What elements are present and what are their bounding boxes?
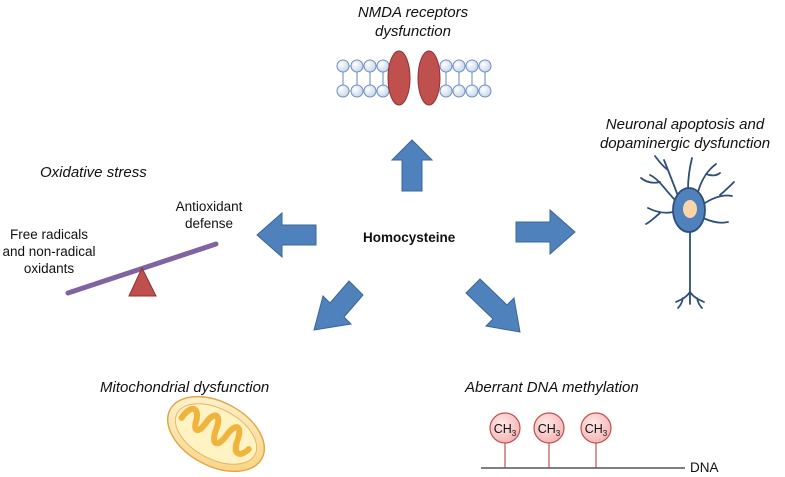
antioxidant-label: Antioxidant defense	[166, 198, 252, 232]
lipid-head	[350, 84, 364, 98]
antioxidant-line1: Antioxidant	[175, 199, 243, 214]
methyl-label-3: CH3	[585, 422, 608, 438]
lipid-head	[452, 84, 466, 98]
lipid-head	[478, 84, 492, 98]
methyl-label-1: CH3	[494, 422, 517, 438]
dna-label: DNA	[690, 460, 719, 475]
nmda-title: NMDA receptors dysfunction	[318, 3, 508, 41]
radicals-line2: and non-radical	[2, 244, 96, 259]
methyl-label-2: CH3	[538, 422, 561, 438]
arrow-down-right	[465, 278, 521, 333]
lipid-head	[439, 59, 453, 73]
arrow-up	[390, 139, 434, 192]
fulcrum	[128, 266, 157, 297]
lipid-head	[350, 59, 364, 73]
lipid-head	[452, 59, 466, 73]
neuronal-title-line1: Neuronal apoptosis and	[605, 116, 765, 133]
balance-scale	[65, 241, 219, 297]
arrow-left	[256, 211, 317, 259]
mitochondrial-title: Mitochondrial dysfunction	[100, 379, 270, 396]
lipid-bilayer	[336, 59, 492, 98]
arrow-down-left	[313, 280, 364, 331]
methyl-group-3	[580, 412, 612, 468]
radicals-line3: oxidants	[23, 261, 75, 276]
radicals-line1: Free radicals	[9, 227, 89, 242]
lipid-head	[363, 59, 377, 73]
dna-methylation-title: Aberrant DNA methylation	[465, 379, 639, 396]
lipid-head	[376, 59, 390, 73]
neuron-icon	[640, 155, 735, 309]
methyl-group-1	[489, 412, 521, 468]
antioxidant-line2: defense	[184, 216, 234, 231]
lipid-head	[465, 59, 479, 73]
radicals-label: Free radicals and non-radical oxidants	[0, 226, 98, 277]
nmda-title-line1: NMDA receptors	[357, 4, 469, 21]
lipid-head	[336, 59, 350, 73]
lipid-head	[363, 84, 377, 98]
lipid-head	[376, 84, 390, 98]
methyl-group-2	[533, 412, 565, 468]
neuronal-title: Neuronal apoptosis and dopaminergic dysf…	[585, 115, 785, 153]
nmda-receptor-left	[387, 50, 411, 106]
nmda-title-line2: dysfunction	[375, 23, 451, 40]
oxidative-title: Oxidative stress	[40, 164, 147, 181]
lipid-head	[336, 84, 350, 98]
nmda-receptor-right	[417, 50, 441, 106]
center-label-homocysteine: Homocysteine	[363, 230, 456, 245]
lipid-head	[478, 59, 492, 73]
arrow-right	[515, 208, 576, 256]
neuronal-title-line2: dopaminergic dysfunction	[599, 135, 771, 152]
lipid-head	[465, 84, 479, 98]
mitochondrion-icon	[166, 395, 266, 473]
lipid-head	[439, 84, 453, 98]
